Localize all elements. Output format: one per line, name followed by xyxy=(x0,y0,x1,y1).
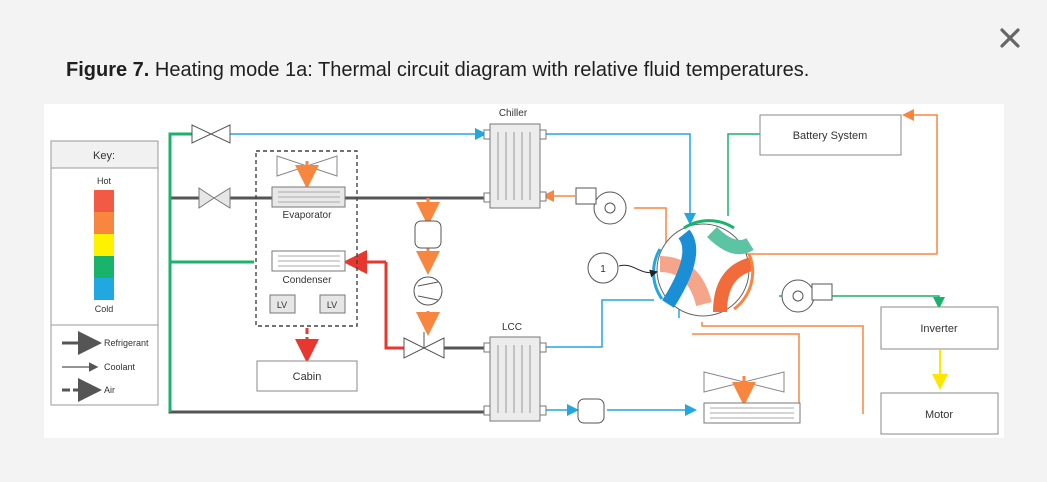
inverter-label: Inverter xyxy=(920,323,958,335)
multiport-valve xyxy=(652,219,755,317)
lv-label-2: LV xyxy=(327,300,337,310)
radiator-fan-icon xyxy=(703,371,785,393)
chiller-label: Chiller xyxy=(499,108,528,119)
legend-refrigerant: Refrigerant xyxy=(104,338,149,348)
evaporator-label: Evaporator xyxy=(283,210,333,221)
swatch-hot xyxy=(94,190,114,212)
close-button[interactable] xyxy=(994,22,1026,54)
green-lines xyxy=(168,132,945,412)
key-title: Key: xyxy=(93,150,115,162)
expansion-valve-mid xyxy=(198,187,231,209)
thermal-circuit-diagram: Key: Hot Cold Refrigerant Coolant Air xyxy=(44,104,1004,438)
cabin-label: Cabin xyxy=(293,371,322,383)
hvac-fan-icon xyxy=(276,155,338,177)
expansion-valve-top xyxy=(191,124,231,144)
figure-caption: Figure 7. Heating mode 1a: Thermal circu… xyxy=(66,59,809,82)
valve-callout-label: 1 xyxy=(600,264,606,275)
red-lines xyxy=(343,250,404,350)
legend-coolant: Coolant xyxy=(104,362,136,372)
key-panel: Key: Hot Cold Refrigerant Coolant Air xyxy=(50,140,159,406)
close-icon xyxy=(1000,28,1020,48)
lcc-label: LCC xyxy=(502,322,522,333)
expansion-valve-lcc xyxy=(403,332,445,359)
battery-system-label: Battery System xyxy=(793,130,868,142)
coolant-reservoir xyxy=(577,398,605,424)
hvac-box xyxy=(255,150,358,327)
accumulator xyxy=(414,220,442,249)
legend-air: Air xyxy=(104,385,115,395)
compressor xyxy=(413,276,443,306)
diagram-svg: Key: Hot Cold Refrigerant Coolant Air xyxy=(50,108,999,435)
swatch-warm xyxy=(94,212,114,234)
key-cold-label: Cold xyxy=(95,304,114,314)
blue-lines xyxy=(230,128,697,416)
figure-label: Figure 7. xyxy=(66,59,150,81)
lv-label-1: LV xyxy=(277,300,287,310)
motor-label: Motor xyxy=(925,409,953,421)
cabin-box xyxy=(256,360,358,392)
motor-box xyxy=(880,392,999,435)
pump-inverter xyxy=(781,279,833,313)
pump-chiller xyxy=(575,187,627,225)
caption-text: Heating mode 1a: Thermal circuit diagram… xyxy=(149,59,810,81)
condenser-label: Condenser xyxy=(283,275,333,286)
valve-callout xyxy=(587,252,619,284)
inverter-box xyxy=(880,306,999,350)
swatch-cool xyxy=(94,256,114,278)
swatch-mid xyxy=(94,234,114,256)
lv-box-1 xyxy=(269,294,296,314)
battery-system-box xyxy=(759,114,902,156)
swatch-cold xyxy=(94,278,114,300)
orange-lines xyxy=(416,109,938,414)
key-hot-label: Hot xyxy=(97,176,112,186)
lv-box-2 xyxy=(319,294,346,314)
